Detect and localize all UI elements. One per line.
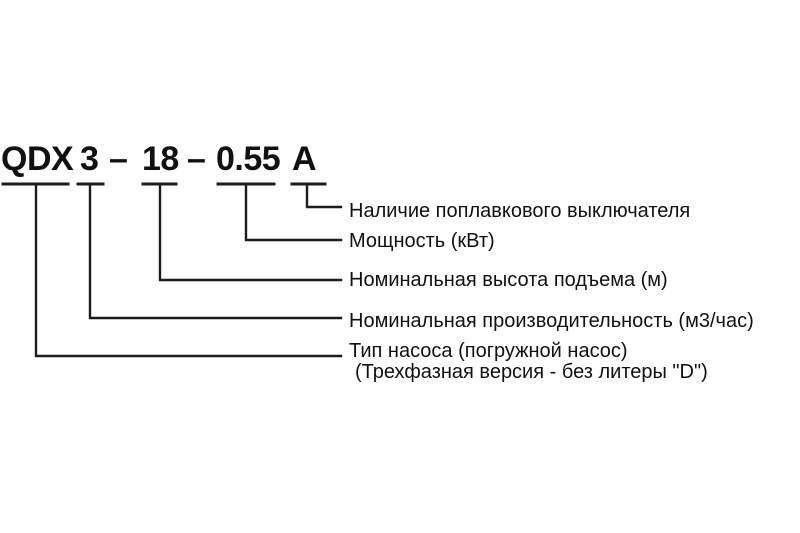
label-pump-type: Тип насоса (погружной насос) (Трехфазная… [349, 341, 708, 383]
leader-capacity [88, 182, 343, 320]
code-segment-dash-1: – [109, 140, 128, 178]
code-segment-head: 18 [142, 140, 179, 178]
code-segment-power: 0.55 [216, 140, 281, 178]
label-pump-type-line1: Тип насоса (погружной насос) [349, 340, 628, 362]
leader-power [244, 182, 343, 242]
leader-head [158, 182, 343, 282]
code-segment-capacity: 3 [80, 140, 99, 178]
label-power: Мощность (кВт) [349, 230, 495, 252]
code-segment-dash-2: – [187, 140, 206, 178]
label-capacity: Номинальная производительность (м3/час) [349, 310, 754, 332]
leader-lines [34, 182, 343, 358]
code-segment-float-switch: A [292, 140, 317, 178]
label-head: Номинальная высота подъема (м) [349, 269, 668, 291]
code-segment-pump-type: QDX [1, 140, 74, 178]
label-pump-type-line2: (Трехфазная версия - без литеры "D") [355, 361, 708, 383]
label-float-switch: Наличие поплавкового выключателя [349, 200, 691, 222]
leader-float-switch [305, 182, 343, 209]
leader-pump-type [34, 182, 343, 358]
